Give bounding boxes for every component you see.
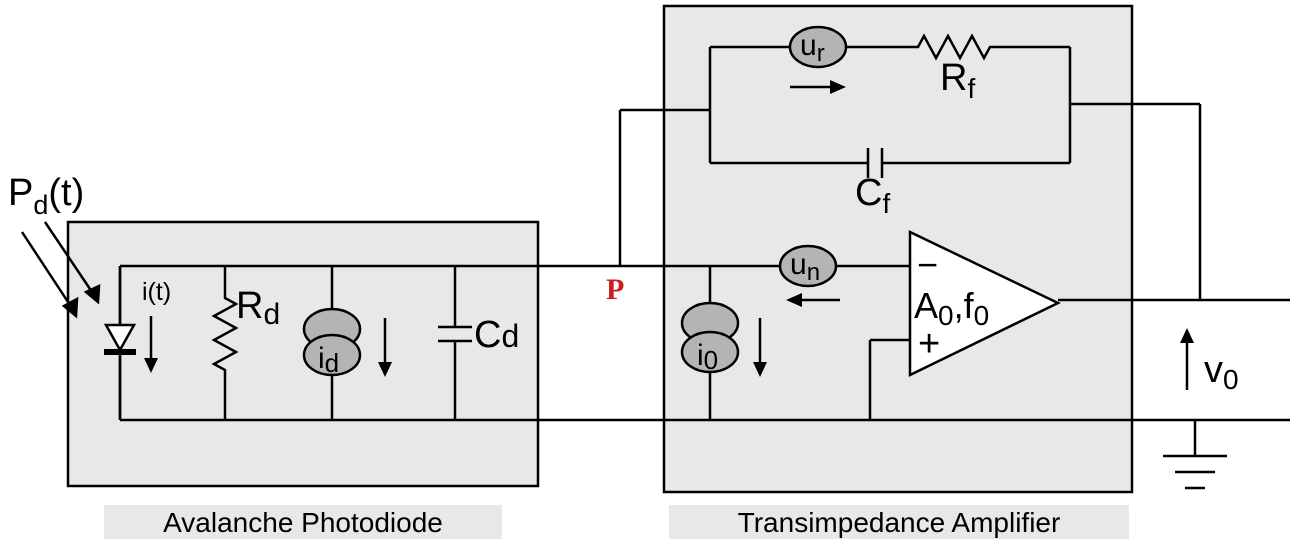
amp-minus-label: − xyxy=(917,244,938,285)
cf-label: Cf xyxy=(855,172,890,219)
id-source-label: id xyxy=(318,342,339,378)
photodiode xyxy=(103,323,137,355)
rf-label: Rf xyxy=(940,57,975,104)
node-p-label: P xyxy=(606,273,624,306)
current-source-id xyxy=(302,307,362,377)
amp-plus-label: + xyxy=(918,323,940,365)
resistor-rd xyxy=(211,290,239,378)
v0-label: v0 xyxy=(1204,349,1239,395)
capacitor-cf xyxy=(866,148,884,178)
ur-source-label: ur xyxy=(800,29,825,67)
id-current-arrow xyxy=(378,318,392,377)
tia-caption: Transimpedance Amplifier xyxy=(738,507,1061,538)
un-source-label: un xyxy=(790,248,820,286)
i0-current-arrow xyxy=(753,318,767,377)
wires xyxy=(118,45,1290,456)
photocurrent-arrow xyxy=(144,316,158,373)
amp-params-label: A0,f0 xyxy=(914,285,989,331)
ur-direction-arrow xyxy=(790,80,846,94)
apd-caption-bg xyxy=(104,505,502,539)
v0-arrow xyxy=(1180,328,1194,390)
op-amp xyxy=(908,230,1061,377)
resistor-rf xyxy=(910,33,1005,61)
optical-power-label: Pd(t) xyxy=(8,172,84,220)
photocurrent-label: i(t) xyxy=(142,278,171,306)
tia-caption-bg xyxy=(669,505,1129,539)
ground-symbol xyxy=(1163,454,1227,490)
apd-caption: Avalanche Photodiode xyxy=(163,507,443,538)
cd-label: Cd xyxy=(474,314,519,356)
tia-block xyxy=(662,4,1134,494)
noise-source-ur xyxy=(788,25,848,69)
incident-light-arrows xyxy=(20,221,101,319)
un-direction-arrow xyxy=(786,293,840,307)
capacitor-cd xyxy=(438,325,472,343)
noise-source-un xyxy=(778,244,838,288)
rd-label: Rd xyxy=(236,285,280,331)
current-source-i0 xyxy=(680,301,740,374)
i0-source-label: i0 xyxy=(697,339,718,375)
